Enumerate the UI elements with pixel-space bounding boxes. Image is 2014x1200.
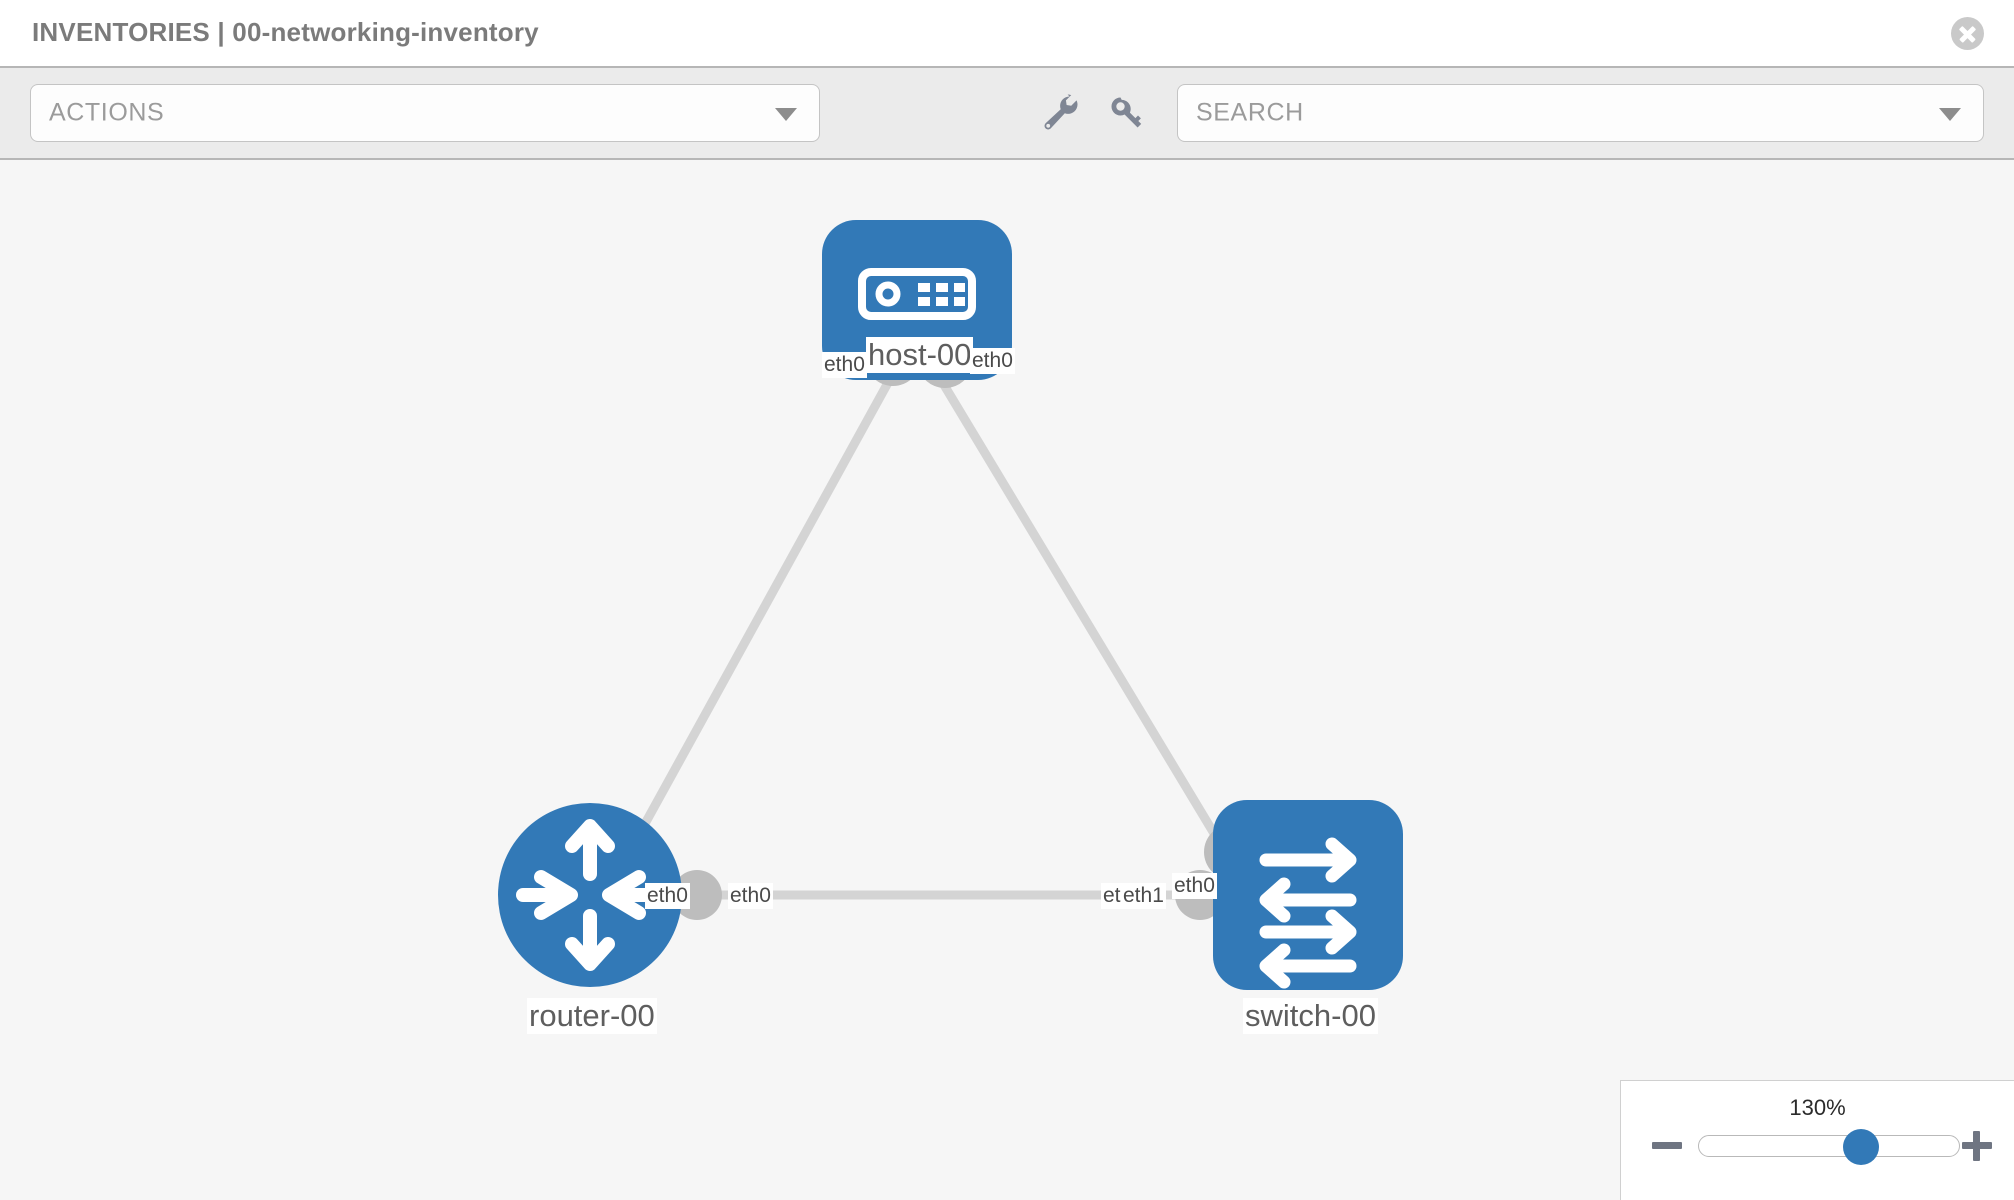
router-arrows-icon [516, 819, 664, 971]
chevron-down-icon [1939, 108, 1961, 121]
iface-label-switch-up: eth0 [1172, 873, 1217, 899]
zoom-slider-handle[interactable] [1843, 1129, 1880, 1165]
iface-label-switch-left: eth1 [1121, 883, 1166, 909]
wrench-icon[interactable] [1036, 90, 1082, 136]
server-icon [858, 268, 976, 320]
node-label-router-00: router-00 [527, 998, 657, 1034]
zoom-out-button[interactable] [1650, 1129, 1684, 1163]
search-input[interactable]: SEARCH [1177, 84, 1984, 142]
close-icon[interactable] [1951, 17, 1984, 50]
topology-canvas[interactable]: host-00 router-00 switch-00 eth0 eth0 et… [0, 160, 2014, 1200]
actions-dropdown[interactable]: ACTIONS [30, 84, 820, 142]
topology-graph [498, 220, 1403, 990]
node-label-host-00: host-00 [866, 337, 974, 373]
iface-label-router-right: eth0 [728, 883, 773, 909]
topology-edges [621, 367, 1234, 900]
switch-arrows-icon [1259, 837, 1357, 989]
iface-label-host-right: eth0 [970, 348, 1015, 374]
toolbar: ACTIONS SEARCH [0, 68, 2014, 160]
node-router-00 [498, 803, 682, 987]
node-router-00-shape [498, 803, 682, 987]
zoom-control-panel: 130% [1620, 1080, 2014, 1200]
edge-host-switch [931, 367, 1234, 863]
iface-label-router-up: eth0 [645, 883, 690, 909]
page-title: INVENTORIES | 00-networking-inventory [32, 17, 539, 47]
plus-icon-vertical [1973, 1131, 1980, 1161]
actions-dropdown-label: ACTIONS [49, 98, 165, 127]
edge-host-router [621, 367, 899, 863]
node-switch-00 [1213, 800, 1403, 990]
minus-icon [1652, 1142, 1682, 1149]
zoom-slider[interactable] [1698, 1129, 1960, 1165]
zoom-in-button[interactable] [1960, 1129, 1994, 1163]
iface-label-host-left: eth0 [822, 352, 867, 378]
search-placeholder: SEARCH [1196, 98, 1304, 127]
node-label-switch-00: switch-00 [1243, 998, 1378, 1034]
window-header: INVENTORIES | 00-networking-inventory [0, 0, 2014, 68]
key-icon[interactable] [1104, 90, 1150, 136]
zoom-level-label: 130% [1789, 1095, 1846, 1120]
chevron-down-icon [775, 108, 797, 121]
